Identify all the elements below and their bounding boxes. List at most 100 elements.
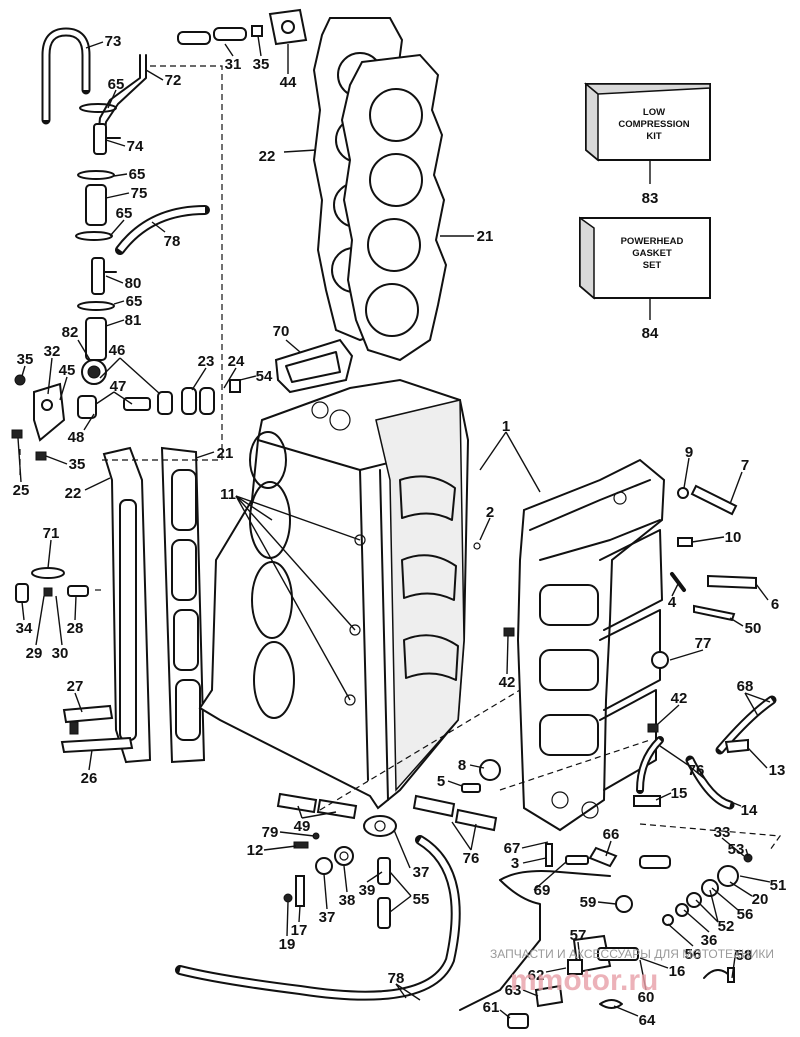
callout-24: 24 xyxy=(228,353,245,370)
callout-50: 50 xyxy=(745,620,762,637)
callout-75: 75 xyxy=(131,185,148,202)
callout-61: 61 xyxy=(483,999,500,1016)
callout-64: 64 xyxy=(639,1012,656,1029)
callout-56: 56 xyxy=(737,906,754,923)
callout-27: 27 xyxy=(67,678,84,695)
callout-56: 56 xyxy=(685,946,702,963)
callout-7: 7 xyxy=(741,457,749,474)
callout-4: 4 xyxy=(668,594,677,611)
hoses-right xyxy=(633,695,777,810)
callout-68: 68 xyxy=(737,678,754,695)
callout-71: 71 xyxy=(43,525,60,542)
callout-57: 57 xyxy=(570,927,587,944)
exhaust-cover xyxy=(102,446,152,764)
cylinder-block xyxy=(198,378,470,810)
callout-34: 34 xyxy=(16,620,33,637)
callout-23: 23 xyxy=(198,353,215,370)
callout-9: 9 xyxy=(685,444,693,461)
kit-box-84-line-2: GASKET xyxy=(632,248,672,259)
callout-1: 1 xyxy=(502,418,510,435)
callout-60: 60 xyxy=(638,989,655,1006)
callout-25: 25 xyxy=(13,482,30,499)
kit-box-83-line-3: KIT xyxy=(646,131,662,142)
kit-box-84-line-1: POWERHEAD xyxy=(621,236,684,247)
callout-45: 45 xyxy=(59,362,76,379)
callout-2: 2 xyxy=(486,504,494,521)
callout-8: 8 xyxy=(458,757,466,774)
callout-26: 26 xyxy=(81,770,98,787)
callout-77: 77 xyxy=(695,635,712,652)
kit-box-83-line-2: COMPRESSION xyxy=(618,119,689,130)
callout-5: 5 xyxy=(437,773,445,790)
callout-47: 47 xyxy=(110,378,127,395)
callout-11: 11 xyxy=(220,486,236,503)
callout-36: 36 xyxy=(701,932,718,949)
callout-35: 35 xyxy=(17,351,34,368)
callout-55: 55 xyxy=(413,891,430,908)
callout-62: 62 xyxy=(528,967,545,984)
callout-21: 21 xyxy=(217,445,234,462)
callout-22: 22 xyxy=(259,148,276,165)
callout-12: 12 xyxy=(247,842,264,859)
callout-37: 37 xyxy=(413,864,430,881)
callout-17: 17 xyxy=(291,922,308,939)
callout-16: 16 xyxy=(669,963,686,980)
callout-63: 63 xyxy=(505,982,522,999)
watermark-text: ЗАПЧАСТИ И АКСЕССУАРЫ ДЛЯ МОТОТЕХНИКИ xyxy=(490,947,774,961)
callout-6: 6 xyxy=(771,596,779,613)
callout-29: 29 xyxy=(26,645,43,662)
callout-13: 13 xyxy=(769,762,786,779)
callout-28: 28 xyxy=(67,620,84,637)
callout-82: 82 xyxy=(62,324,79,341)
callout-21: 21 xyxy=(477,228,494,245)
callout-33: 33 xyxy=(714,824,731,841)
intake-manifold xyxy=(516,458,666,832)
callout-48: 48 xyxy=(68,429,85,446)
callout-80: 80 xyxy=(125,275,142,292)
callout-39: 39 xyxy=(359,882,376,899)
callout-53: 53 xyxy=(728,841,745,858)
kit-box-powerhead-gasket: POWERHEAD GASKET SET xyxy=(579,216,711,320)
callout-49: 49 xyxy=(294,818,311,835)
callout-69: 69 xyxy=(534,882,551,899)
callout-52: 52 xyxy=(718,918,735,935)
callout-30: 30 xyxy=(52,645,69,662)
leader-lines xyxy=(17,35,771,1019)
callout-79: 79 xyxy=(262,824,279,841)
callout-20: 20 xyxy=(752,891,769,908)
callout-65: 65 xyxy=(116,205,133,222)
watermark: ЗАПЧАСТИ И АКСЕССУАРЫ ДЛЯ МОТОТЕХНИКИ mm… xyxy=(490,947,774,997)
callout-46: 46 xyxy=(109,342,126,359)
callout-65: 65 xyxy=(108,76,125,93)
bottom-center-parts xyxy=(175,759,501,1001)
callout-65: 65 xyxy=(126,293,143,310)
callout-54: 54 xyxy=(256,368,273,385)
callout-42: 42 xyxy=(671,690,688,707)
hose-assembly-left xyxy=(41,27,210,361)
kit-box-83-line-1: LOW xyxy=(643,107,665,118)
callout-76: 76 xyxy=(463,850,480,867)
callout-73: 73 xyxy=(105,33,122,50)
callout-38: 38 xyxy=(339,892,356,909)
kit-box-ref-84: 84 xyxy=(642,325,659,342)
callout-35: 35 xyxy=(69,456,86,473)
callout-10: 10 xyxy=(725,529,742,546)
callout-3: 3 xyxy=(511,855,519,872)
watermark-logo: mmotor.ru xyxy=(510,964,658,997)
kit-box-ref-83: 83 xyxy=(642,190,659,207)
kit-box-84-line-3: SET xyxy=(643,260,662,271)
kit-box-low-compression: LOW COMPRESSION KIT xyxy=(583,82,711,184)
callout-78: 78 xyxy=(164,233,181,250)
callout-44: 44 xyxy=(280,74,297,91)
callout-19: 19 xyxy=(279,936,296,953)
callout-58: 58 xyxy=(736,947,753,964)
callout-59: 59 xyxy=(580,894,597,911)
callout-14: 14 xyxy=(741,802,758,819)
head-gasket xyxy=(340,53,448,362)
callout-35: 35 xyxy=(253,56,270,73)
callout-66: 66 xyxy=(603,826,620,843)
callout-15: 15 xyxy=(671,785,688,802)
left-fittings-cluster xyxy=(11,359,241,461)
callout-67: 67 xyxy=(504,840,521,857)
